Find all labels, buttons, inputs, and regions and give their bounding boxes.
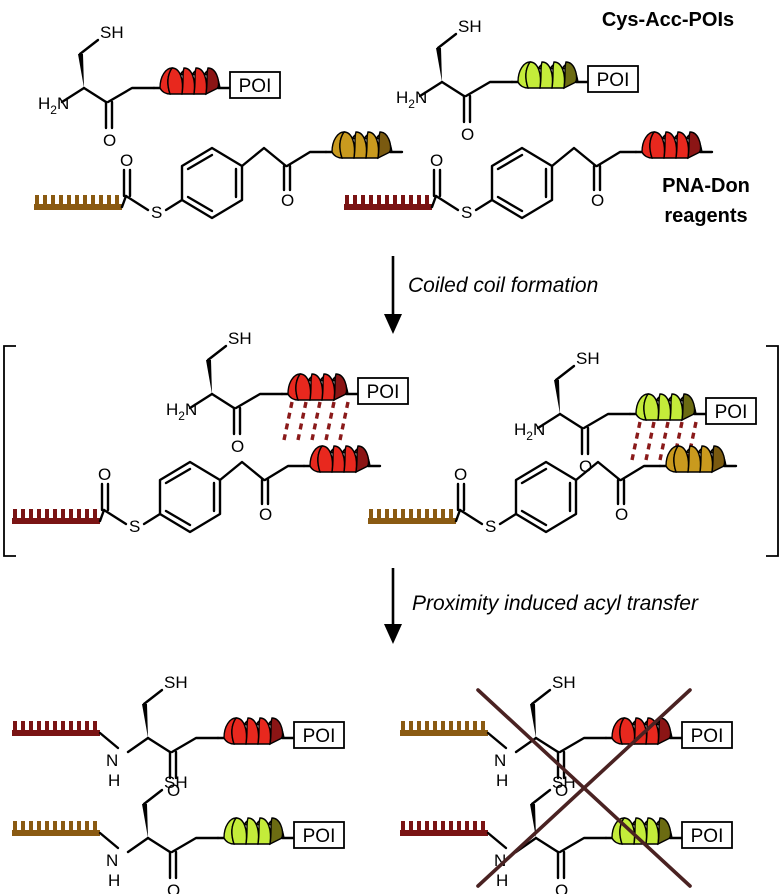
cross-out-mark (476, 688, 692, 888)
amine-label: H2N (396, 88, 427, 111)
carbonyl-o-label: O (461, 125, 474, 144)
thioester-o-label: O (98, 465, 111, 484)
coiled-coil-interaction (282, 401, 350, 441)
amine-label: H2N (166, 400, 197, 423)
carbonyl-o-label: O (555, 781, 568, 800)
helix-red (634, 130, 714, 160)
amide-h-label: H (108, 871, 120, 890)
helix-gold (324, 130, 404, 160)
sulfur-label: S (485, 517, 496, 536)
arrow-acyl-transfer (384, 568, 402, 644)
pna-comb-brown (32, 193, 124, 212)
cys-acc-pois-label: Cys-Acc-POIs (602, 9, 734, 31)
amide-h-label: H (496, 871, 508, 890)
poi-label: POI (597, 70, 630, 91)
poi-label: POI (303, 826, 336, 847)
pna-don-label-line2: reagents (664, 205, 747, 227)
helix-lime (510, 60, 590, 90)
thiol-label: SH (164, 673, 188, 692)
poi-label: POI (367, 382, 400, 403)
poi-label: POI (691, 726, 724, 747)
carbonyl-o-label: O (555, 881, 568, 894)
thiol-label: SH (458, 17, 482, 36)
ketone-o-label: O (259, 505, 272, 524)
thiol-label: SH (228, 329, 252, 348)
ketone-o-label: O (615, 505, 628, 524)
pna-don-label-line1: PNA-Don (662, 175, 750, 197)
ketone-o-label: O (591, 191, 604, 210)
thiol-label: SH (552, 673, 576, 692)
acceptor-red: SH H2N O POI (38, 23, 281, 150)
carbonyl-o-label: O (103, 131, 116, 150)
thiol-label: SH (164, 773, 188, 792)
amide-n-label: N (106, 851, 118, 870)
donor-red: O S O (342, 130, 714, 222)
thiol-label: SH (100, 23, 124, 42)
thioester-o-label: O (120, 151, 133, 170)
poi-box (229, 71, 281, 99)
thiol-label: SH (576, 349, 600, 368)
thioester-o-label: O (454, 465, 467, 484)
left-bracket (3, 345, 16, 557)
carbonyl-o-label: O (231, 437, 244, 456)
amide-h-label: H (108, 771, 120, 790)
poi-box (587, 65, 639, 93)
amine-label: H2N (514, 420, 545, 443)
amide-h-label: H (496, 771, 508, 790)
sulfur-label: S (129, 517, 140, 536)
step1-label: Coiled coil formation (408, 274, 598, 297)
thioester-o-label: O (430, 151, 443, 170)
carbonyl-o-label: O (167, 881, 180, 894)
product-brown-lime: N H SH O POI (10, 773, 345, 894)
complex-lime-gold: SH H2N O POI O S O (366, 349, 757, 536)
amine-label: H2N (38, 94, 69, 117)
donor-gold: O S O (32, 130, 404, 222)
helix-red (152, 66, 232, 96)
pna-comb-maroon (342, 193, 434, 212)
amide-n-label: N (106, 751, 118, 770)
complex-red-red: SH H2N O POI O S O (10, 329, 409, 536)
right-bracket (766, 345, 779, 557)
product-maroon-red: N H SH O POI (10, 673, 345, 800)
step2-label: Proximity induced acyl transfer (412, 592, 699, 615)
poi-label: POI (691, 826, 724, 847)
poi-label: POI (239, 76, 272, 97)
thiol-label: SH (552, 773, 576, 792)
ketone-o-label: O (281, 191, 294, 210)
carbonyl-o-label: O (167, 781, 180, 800)
arrow-coiled-coil (384, 256, 402, 334)
amide-n-label: N (494, 851, 506, 870)
poi-label: POI (303, 726, 336, 747)
poi-label: POI (715, 402, 748, 423)
acceptor-lime: SH H2N O POI (396, 17, 639, 144)
sulfur-label: S (461, 203, 472, 222)
product-maroon-lime-excluded: N H SH O POI (398, 773, 733, 894)
carbonyl-o-label: O (579, 457, 592, 476)
sulfur-label: S (151, 203, 162, 222)
amide-n-label: N (494, 751, 506, 770)
